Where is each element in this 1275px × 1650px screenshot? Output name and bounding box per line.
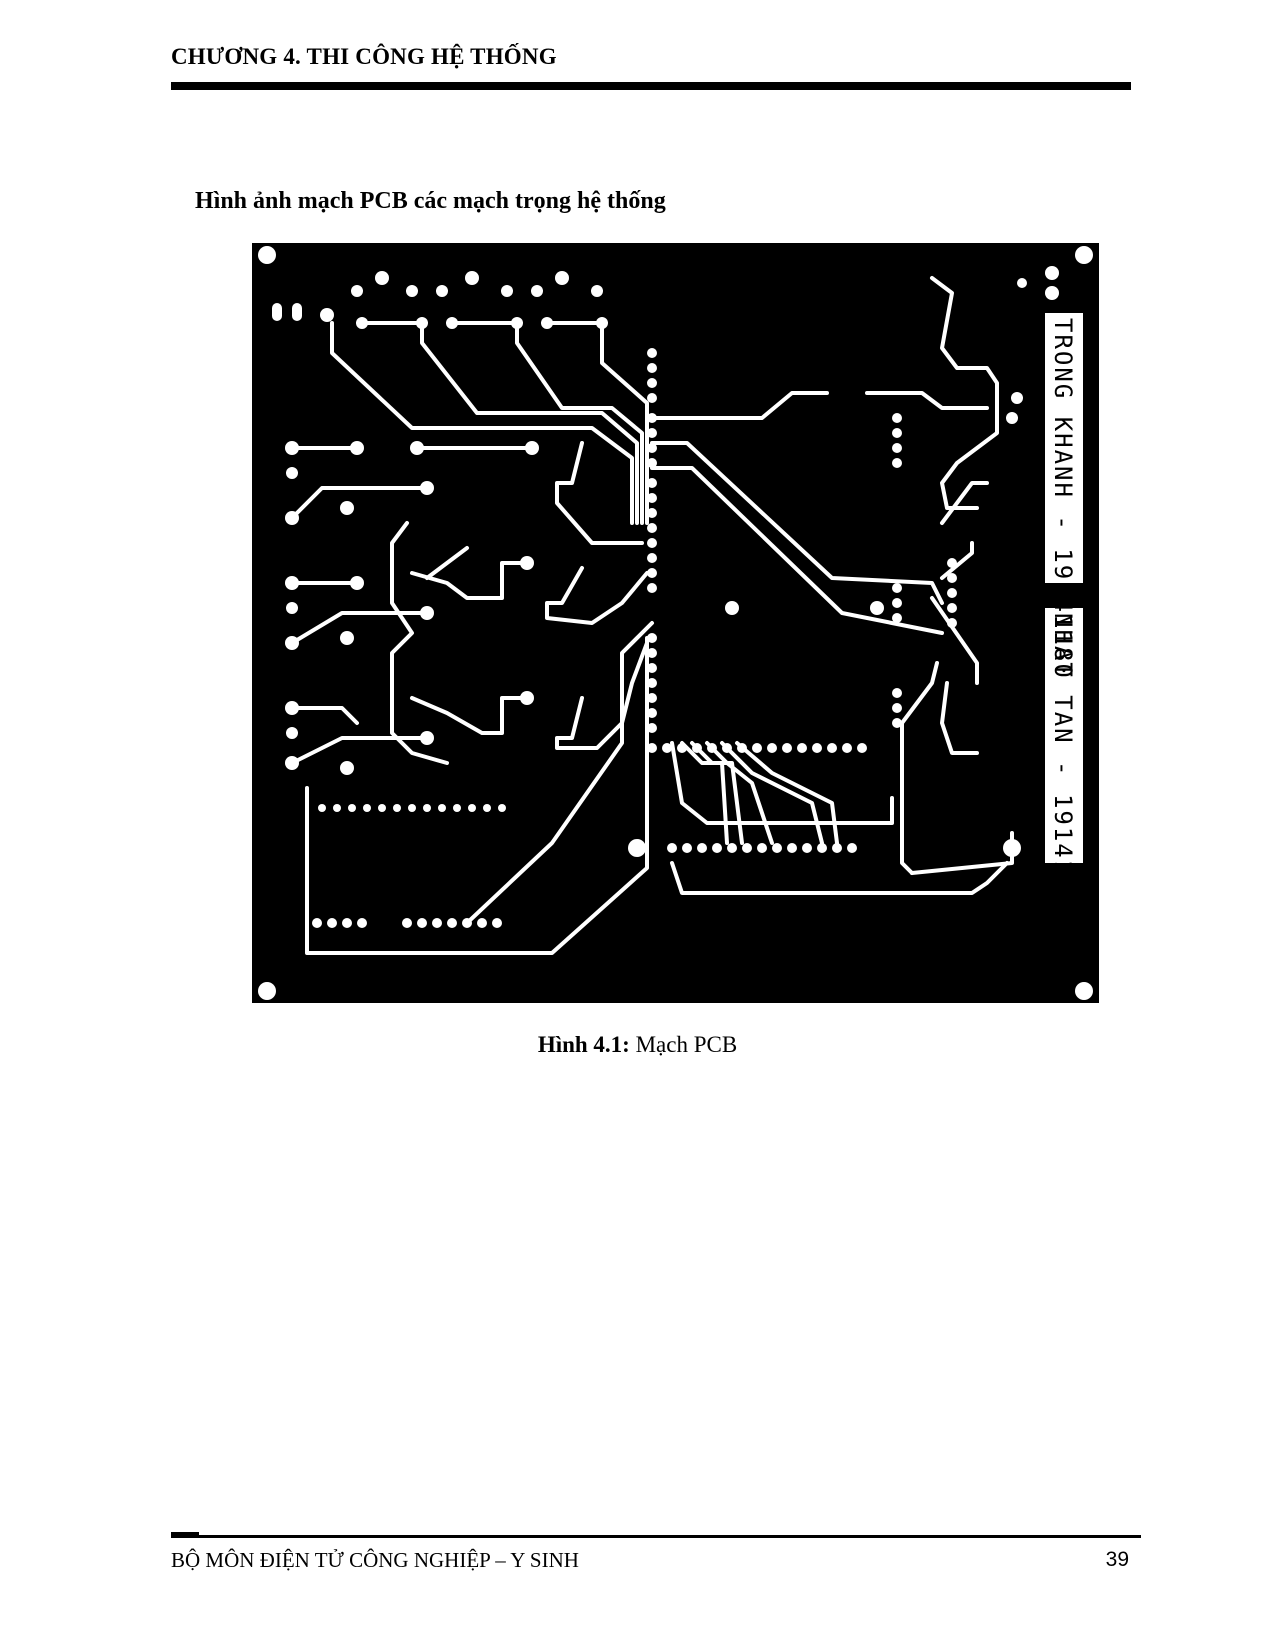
footer-department: BỘ MÔN ĐIỆN TỬ CÔNG NGHIỆP – Y SINH — [171, 1548, 579, 1572]
pcb-layout-image: TRONG KHANH - 19141180 NHAT TAN - 191412… — [252, 243, 1099, 1003]
figure-caption-text: Mạch PCB — [629, 1032, 738, 1057]
chapter-header: CHƯƠNG 4. THI CÔNG HỆ THỐNG — [171, 44, 557, 69]
board-label-top: TRONG KHANH - 19141180 — [1049, 318, 1077, 680]
section-heading: Hình ảnh mạch PCB các mạch trọng hệ thốn… — [195, 188, 666, 214]
header-rule — [171, 82, 1131, 90]
figure-caption-label: Hình 4.1: — [537, 1032, 630, 1057]
footer-rule — [171, 1532, 1141, 1538]
board-label-bottom: NHAT TAN - 19141270 — [1049, 613, 1077, 926]
page-number: 39 — [1105, 1548, 1129, 1571]
figure-caption: Hình 4.1: Mạch PCB — [0, 1032, 1275, 1058]
